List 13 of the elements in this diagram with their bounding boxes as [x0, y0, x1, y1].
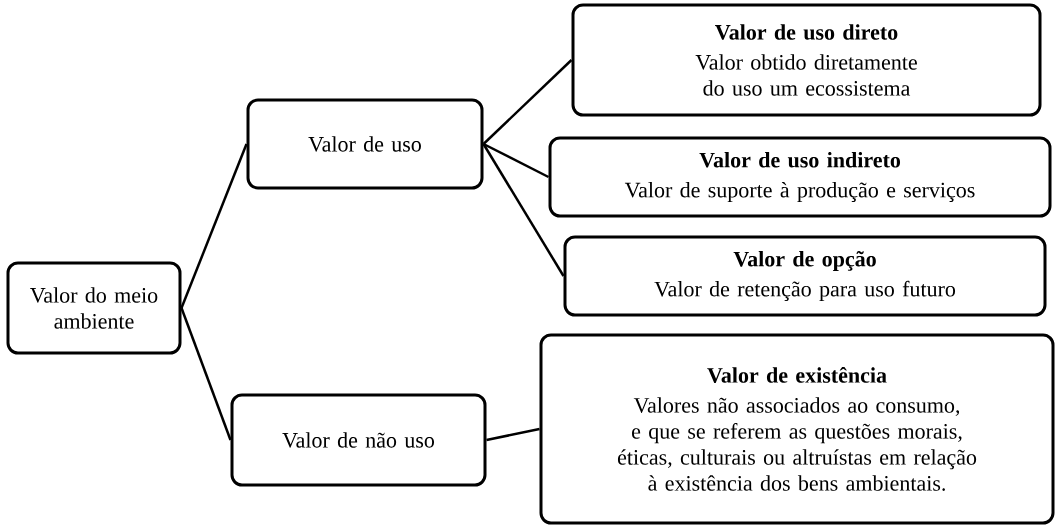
connector-line: [482, 59, 573, 145]
text-box: Valor do meio ambiente: [6, 261, 182, 355]
text-box: Valor de não uso: [230, 393, 487, 487]
text-box: Valor de uso: [246, 98, 484, 190]
text-box: Valor de uso indireto Valor de suporte à produção e serviços: [548, 136, 1052, 218]
connector-line: [482, 142, 550, 179]
text-box: Valor de uso direto Valor obtido diretamente do uso um ecossistema: [571, 3, 1042, 117]
text-box: Valor de existência Valores não associados ao consumo, e que se referem as questões morais, éticas, culturais ou altruístas em relação à existência dos bens ambientais.: [539, 333, 1055, 525]
connector-line: [180, 307, 232, 441]
text-box: Valor de opção Valor de retenção para uso futuro: [563, 235, 1047, 317]
connector-line: [486, 427, 540, 442]
connector-line: [180, 143, 248, 309]
connector-line: [482, 143, 565, 277]
